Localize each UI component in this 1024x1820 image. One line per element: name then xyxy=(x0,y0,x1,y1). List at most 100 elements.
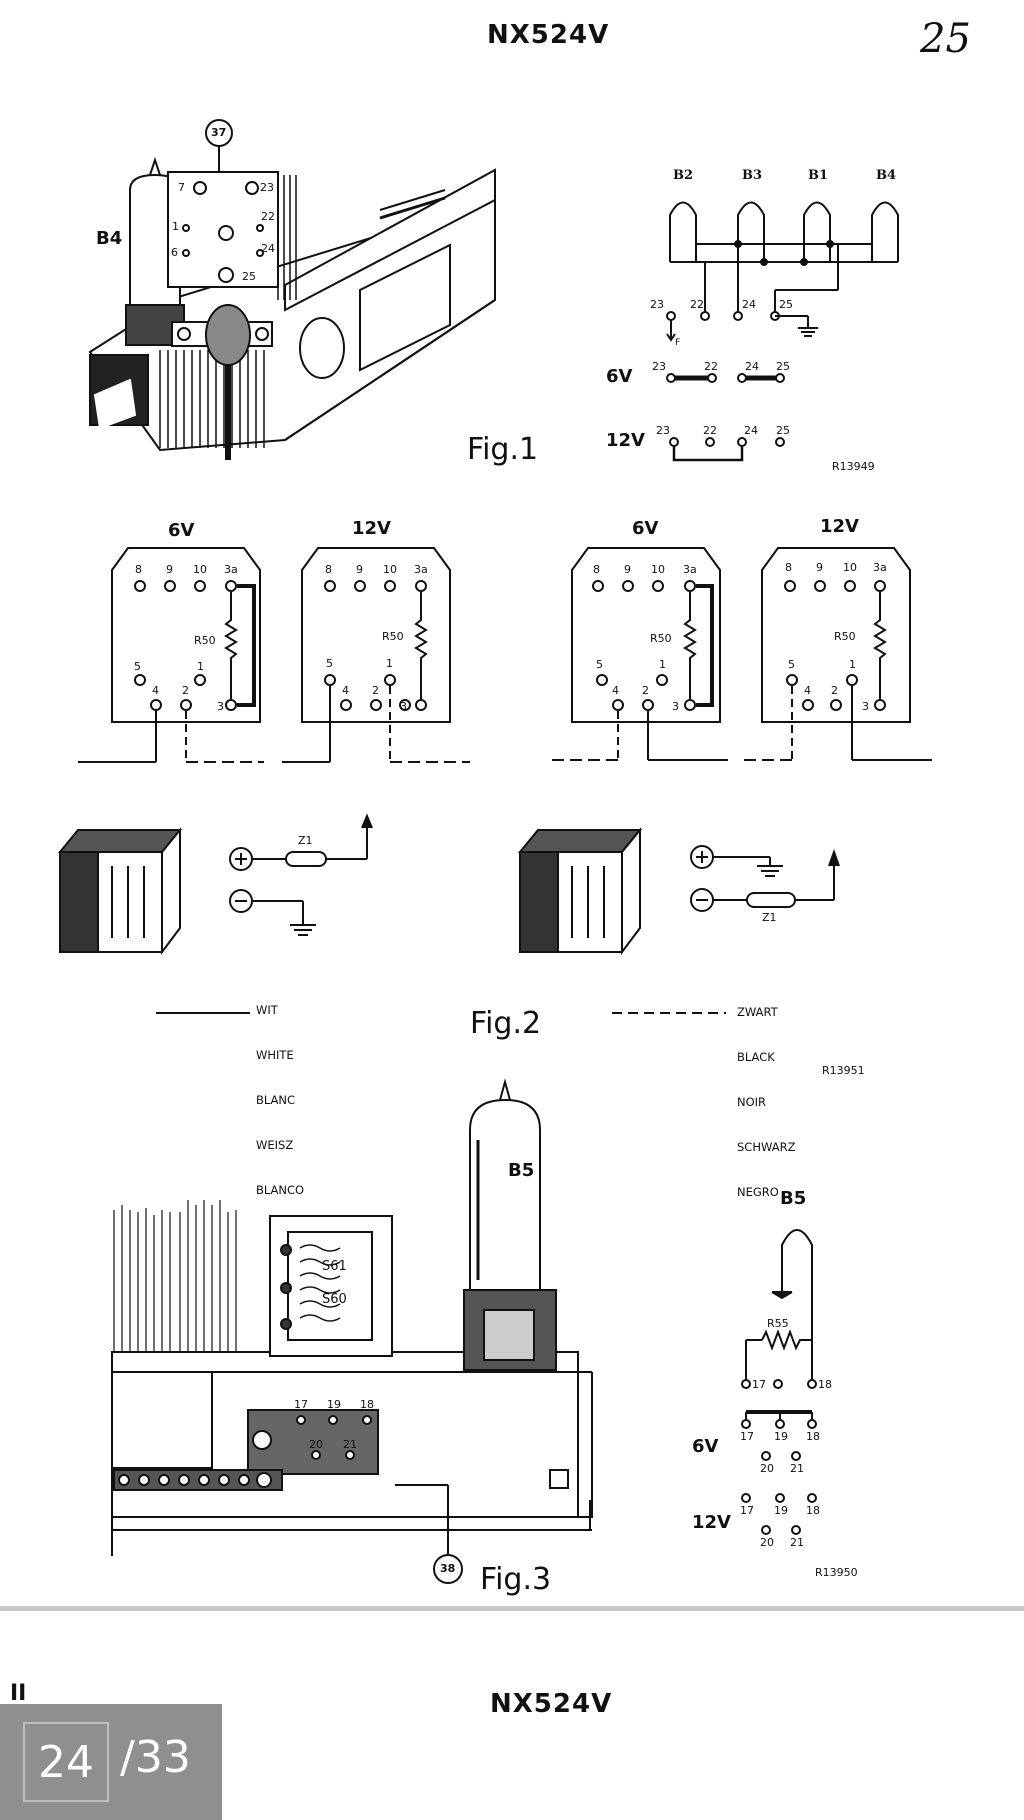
fig1-tube-b3: B3 xyxy=(742,168,763,183)
fig1-tube-b4: B4 xyxy=(876,168,897,183)
resistor-r50: R50 xyxy=(650,632,672,645)
pin-label-5: 5 xyxy=(134,660,141,673)
pin-label-4: 4 xyxy=(342,684,349,697)
fig3-strip-pin: 18 xyxy=(360,1398,374,1411)
pin-label-1: 1 xyxy=(849,658,856,671)
fig3-strip-pin: 17 xyxy=(294,1398,308,1411)
page-indicator[interactable]: 24 /33 xyxy=(0,1704,222,1820)
fig1-terminal-label: 25 xyxy=(776,360,790,373)
fig2-board2-voltage: 12V xyxy=(352,518,391,539)
fig1-chassis-drawing xyxy=(88,119,496,460)
fig3-coil-s60: S60 xyxy=(322,1292,347,1307)
pin-label-5: 5 xyxy=(788,658,795,671)
fig1-pin-label: 7 xyxy=(178,181,185,194)
handwritten-page-number: 25 xyxy=(920,16,971,62)
page-title: NX524V xyxy=(487,20,610,50)
fig2-board1-voltage: 6V xyxy=(168,520,195,541)
fig2-z1-left: Z1 xyxy=(298,834,313,847)
pin-label-3: 3 xyxy=(217,700,224,713)
fig1-terminal-label: 24 xyxy=(744,424,758,437)
fig3-schematic-pin: 21 xyxy=(790,1462,804,1475)
fig3-schematic-pin: 18 xyxy=(806,1430,820,1443)
pin-label-9: 9 xyxy=(624,563,631,576)
fig1-terminal-label: 25 xyxy=(779,298,793,311)
fig1-pin-label: 22 xyxy=(261,210,275,223)
fig1-12v-label: 12V xyxy=(606,430,645,451)
pin-label-8: 8 xyxy=(325,563,332,576)
fig1-terminal-label: 22 xyxy=(703,424,717,437)
pin-label-9: 9 xyxy=(816,561,823,574)
fig3-6v-label: 6V xyxy=(692,1436,719,1457)
pin-label-4: 4 xyxy=(612,684,619,697)
fig2-caption: Fig.2 xyxy=(470,1006,542,1041)
fig1-terminal-label: 22 xyxy=(690,298,704,311)
legend-dashed-item: SCHWARZ xyxy=(737,1140,796,1154)
page-mark: II xyxy=(10,1681,27,1706)
fig3-schematic xyxy=(741,1229,817,1535)
fig1-terminal-label: 22 xyxy=(704,360,718,373)
fig2-z1-right: Z1 xyxy=(762,911,777,924)
resistor-r50: R50 xyxy=(834,630,856,643)
fig3-schematic-pin: 17 xyxy=(752,1378,766,1391)
pin-label-1: 1 xyxy=(197,660,204,673)
fig3-schematic-pin: 18 xyxy=(818,1378,832,1391)
fig3-callout-number: 38 xyxy=(440,1562,456,1575)
fig1-pin-label: 6 xyxy=(171,246,178,259)
pin-label-3a: 3a xyxy=(683,563,697,576)
pin-label-5: 5 xyxy=(326,657,333,670)
fig2-legend-solid: WIT WHITE BLANC WEISZ BLANCO xyxy=(256,973,304,1228)
legend-solid-item: BLANCO xyxy=(256,1183,305,1197)
fig3-12v-label: 12V xyxy=(692,1512,731,1533)
fig1-terminal-label: 23 xyxy=(652,360,666,373)
fig1-pin-label: 1 xyxy=(172,220,179,233)
pin-label-9: 9 xyxy=(166,563,173,576)
pin-label-3: 3 xyxy=(862,700,869,713)
pin-label-3: 3 xyxy=(400,700,407,713)
pin-label-3a: 3a xyxy=(873,561,887,574)
fig1-tube-b1: B1 xyxy=(808,168,829,183)
pin-label-10: 10 xyxy=(383,563,397,576)
fig1-terminal-label: 24 xyxy=(742,298,756,311)
pin-label-8: 8 xyxy=(785,561,792,574)
current-page-number[interactable]: 24 xyxy=(23,1722,109,1802)
fig3-resistor-r55: R55 xyxy=(767,1317,789,1330)
fig1-schematic xyxy=(666,201,899,462)
pin-label-2: 2 xyxy=(372,684,379,697)
resistor-r50: R50 xyxy=(194,634,216,647)
fig1-pin-label: 25 xyxy=(242,270,256,283)
legend-dashed-item: BLACK xyxy=(737,1050,775,1064)
fig1-terminal-label: 23 xyxy=(650,298,664,311)
legend-solid-item: WHITE xyxy=(256,1048,294,1062)
pin-label-3a: 3a xyxy=(224,563,238,576)
legend-dashed-item: NEGRO xyxy=(737,1185,779,1199)
fig1-pin-label: 23 xyxy=(260,181,274,194)
pin-label-1: 1 xyxy=(386,657,393,670)
fig3-schematic-pin: 19 xyxy=(774,1430,788,1443)
fig3-tube-label: B5 xyxy=(508,1160,535,1181)
fig2-ref: R13951 xyxy=(822,1064,865,1077)
fig3-schematic-pin: 17 xyxy=(740,1430,754,1443)
legend-solid-item: BLANC xyxy=(256,1093,296,1107)
pin-label-8: 8 xyxy=(593,563,600,576)
fig1-terminal-label: 23 xyxy=(656,424,670,437)
pin-label-2: 2 xyxy=(182,684,189,697)
legend-solid-item: WEISZ xyxy=(256,1138,294,1152)
pin-label-9: 9 xyxy=(356,563,363,576)
fig3-strip-pin: 19 xyxy=(327,1398,341,1411)
schematic-artwork xyxy=(57,119,932,1584)
fig2-batteries xyxy=(57,813,840,1014)
fig1-f-label: F xyxy=(675,338,681,348)
manual-page: NX524V 25 B4 37 7 1 6 23 22 24 25 B2 B3 … xyxy=(57,16,971,1597)
fig1-caption: Fig.1 xyxy=(467,432,539,467)
fig2-boards xyxy=(78,547,932,763)
pin-label-2: 2 xyxy=(642,684,649,697)
fig3-caption: Fig.3 xyxy=(480,1562,552,1597)
fig3-schematic-pin: 20 xyxy=(760,1536,774,1549)
pin-label-2: 2 xyxy=(831,684,838,697)
page-divider xyxy=(0,1606,1024,1611)
legend-dashed-item: NOIR xyxy=(737,1095,767,1109)
legend-dashed-item: ZWART xyxy=(737,1005,778,1019)
total-pages: /33 xyxy=(120,1732,191,1783)
fig1-pin-label: 24 xyxy=(261,242,275,255)
fig3-schematic-pin: 21 xyxy=(790,1536,804,1549)
